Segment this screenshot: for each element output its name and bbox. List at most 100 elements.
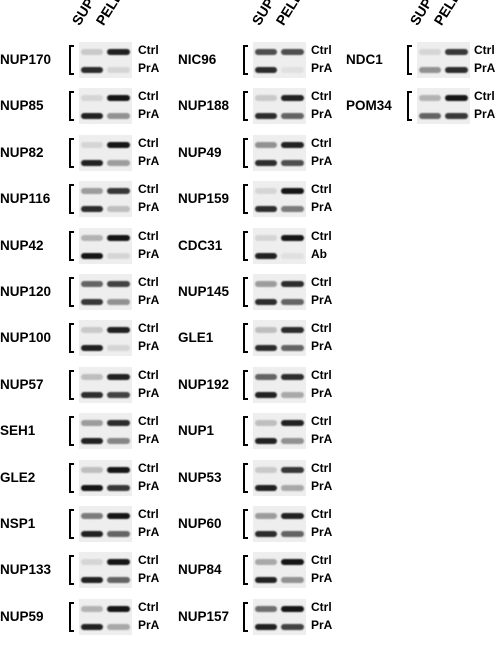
- blot-image: [253, 88, 306, 125]
- pell-band: [281, 188, 304, 195]
- sup-band: [255, 438, 277, 445]
- lane-row-treatment: [253, 107, 306, 124]
- sup-band: [255, 252, 277, 259]
- bracket: [69, 184, 74, 215]
- sup-band: [81, 234, 103, 241]
- sup-band: [81, 466, 103, 473]
- lane-row-treatment: [79, 247, 132, 264]
- condition-label-treatment: PrA: [138, 478, 160, 493]
- condition-label-treatment: PrA: [311, 200, 333, 215]
- pell-band: [107, 484, 130, 491]
- condition-label-treatment: PrA: [474, 61, 496, 75]
- sup-band: [255, 577, 277, 584]
- pell-band: [107, 206, 130, 213]
- condition-label-ctrl: Ctrl: [311, 228, 332, 243]
- sup-band: [419, 49, 441, 55]
- protein-label: NIC96: [178, 52, 217, 67]
- pell-band: [281, 605, 304, 612]
- condition-label-ctrl: Ctrl: [311, 89, 332, 104]
- lane-row-treatment: [253, 479, 306, 496]
- condition-label-ctrl: Ctrl: [311, 275, 332, 289]
- lane-row-control: [79, 600, 132, 617]
- pell-band: [281, 466, 304, 473]
- condition-label-ctrl: Ctrl: [138, 43, 159, 57]
- condition-label-ctrl: Ctrl: [311, 367, 332, 382]
- blot-image: [79, 227, 132, 264]
- pell-band: [107, 559, 130, 566]
- pell-band: [107, 141, 130, 148]
- sup-band: [81, 299, 103, 305]
- lane-row-control: [79, 321, 132, 338]
- lane-row-control: [79, 368, 132, 385]
- blot-image: [253, 366, 306, 403]
- protein-label: NUP145: [178, 284, 230, 299]
- pell-band: [281, 49, 304, 55]
- lane-row-control: [417, 43, 470, 60]
- lane-row-control: [79, 89, 132, 106]
- protein-label: NUP57: [0, 376, 44, 392]
- lane-row-control: [253, 136, 306, 153]
- bracket: [69, 230, 74, 261]
- lane-row-treatment: [253, 293, 306, 310]
- condition-label-ctrl: Ctrl: [138, 414, 159, 429]
- blot-image: [79, 320, 132, 357]
- lane-row-control: [79, 275, 132, 292]
- sup-band: [81, 327, 103, 334]
- protein-label: NUP53: [178, 469, 222, 485]
- bracket: [69, 369, 74, 400]
- lane-row-control: [253, 89, 306, 106]
- pell-band: [281, 345, 304, 352]
- lane-row-control: [79, 414, 132, 431]
- sup-band: [81, 623, 103, 630]
- sup-band: [255, 513, 277, 519]
- lane-row-treatment: [79, 479, 132, 496]
- pell-band: [281, 623, 304, 630]
- lane-row-control: [79, 229, 132, 246]
- condition-label-ctrl: Ctrl: [138, 460, 159, 475]
- sup-band: [81, 373, 103, 380]
- lane-row-control: [253, 321, 306, 338]
- condition-label-ctrl: Ctrl: [474, 89, 495, 104]
- bracket: [243, 230, 248, 261]
- protein-label: NUP49: [178, 144, 222, 160]
- sup-band: [419, 67, 441, 73]
- blot-image: [253, 552, 306, 589]
- protein-label: NUP82: [0, 144, 44, 160]
- lane-row-treatment: [253, 571, 306, 588]
- bracket: [407, 45, 412, 75]
- pell-band: [281, 531, 304, 537]
- sup-band: [81, 391, 103, 398]
- lane-row-treatment: [79, 339, 132, 356]
- protein-label: NUP1: [178, 423, 215, 439]
- pell-band: [281, 113, 304, 120]
- sup-band: [81, 141, 103, 148]
- lane-row-treatment: [253, 386, 306, 403]
- sup-band: [81, 159, 103, 166]
- sup-column-header: SUP: [68, 0, 98, 28]
- condition-label-treatment: PrA: [311, 339, 333, 354]
- protein-label: NUP188: [178, 98, 230, 114]
- lane-row-control: [253, 553, 306, 570]
- protein-label: NDC1: [346, 52, 383, 67]
- pell-band: [107, 623, 130, 630]
- condition-label-ctrl: Ctrl: [138, 507, 159, 521]
- sup-band: [255, 466, 277, 473]
- blot-image: [253, 598, 306, 635]
- sup-band: [81, 345, 103, 352]
- lane-row-treatment: [79, 107, 132, 124]
- condition-label-ctrl: Ctrl: [138, 367, 159, 382]
- pell-column-header: PELL: [430, 0, 463, 28]
- condition-label-treatment: PrA: [311, 385, 333, 400]
- condition-label-ctrl: Ctrl: [311, 43, 332, 57]
- bracket: [69, 509, 74, 539]
